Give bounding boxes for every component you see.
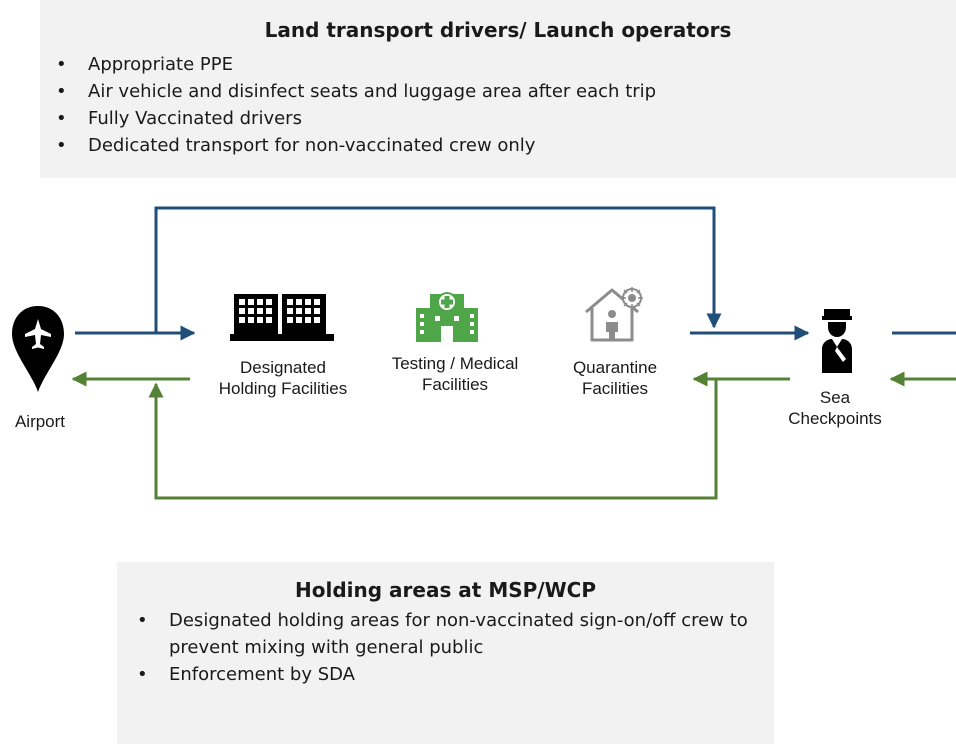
holding-areas-bullet: Designated holding areas for non-vaccina… [137, 607, 767, 661]
drivers-bullet: Fully Vaccinated drivers [56, 105, 656, 132]
testing-label-line2: Facilities [421, 375, 489, 394]
airport-label: Airport [14, 412, 66, 431]
arrow-bypass-to-sea [154, 206, 722, 333]
drivers-bullet-list: Appropriate PPE Air vehicle and disinfec… [56, 51, 656, 159]
holding-areas-panel: Holding areas at MSP/WCP Designated hold… [117, 562, 774, 744]
holding-areas-bullet: Enforcement by SDA [137, 661, 767, 688]
arrow-return-loop [148, 379, 718, 500]
holding-label-line2: Holding Facilities [218, 379, 348, 398]
drivers-panel-title: Land transport drivers/ Launch operators [264, 18, 732, 42]
quarantine-label-line2: Facilities [581, 379, 649, 398]
holding-label-line1: Designated [239, 358, 326, 377]
holding-areas-bullet-list: Designated holding areas for non-vaccina… [137, 607, 767, 688]
drivers-bullet: Appropriate PPE [56, 51, 656, 78]
drivers-panel: Land transport drivers/ Launch operators… [40, 0, 956, 178]
drivers-bullet: Air vehicle and disinfect seats and lugg… [56, 78, 656, 105]
airport-pin-icon [12, 306, 64, 392]
sea-label: Sea Checkpoints [770, 387, 900, 429]
testing-label-line1: Testing / Medical [391, 354, 519, 373]
quarantine-label-line1: Quarantine [572, 358, 658, 377]
testing-label: Testing / Medical Facilities [370, 353, 540, 395]
holding-areas-title: Holding areas at MSP/WCP [295, 578, 596, 602]
sea-label-line1: Sea [819, 388, 851, 407]
quarantine-house-icon [585, 287, 643, 342]
holding-label: Designated Holding Facilities [196, 357, 370, 399]
quarantine-label: Quarantine Facilities [550, 357, 680, 399]
sea-label-line2: Checkpoints [788, 409, 882, 428]
buildings-icon [230, 294, 334, 341]
drivers-bullet: Dedicated transport for non-vaccinated c… [56, 132, 656, 159]
officer-icon [822, 309, 852, 373]
hospital-icon [416, 292, 478, 342]
